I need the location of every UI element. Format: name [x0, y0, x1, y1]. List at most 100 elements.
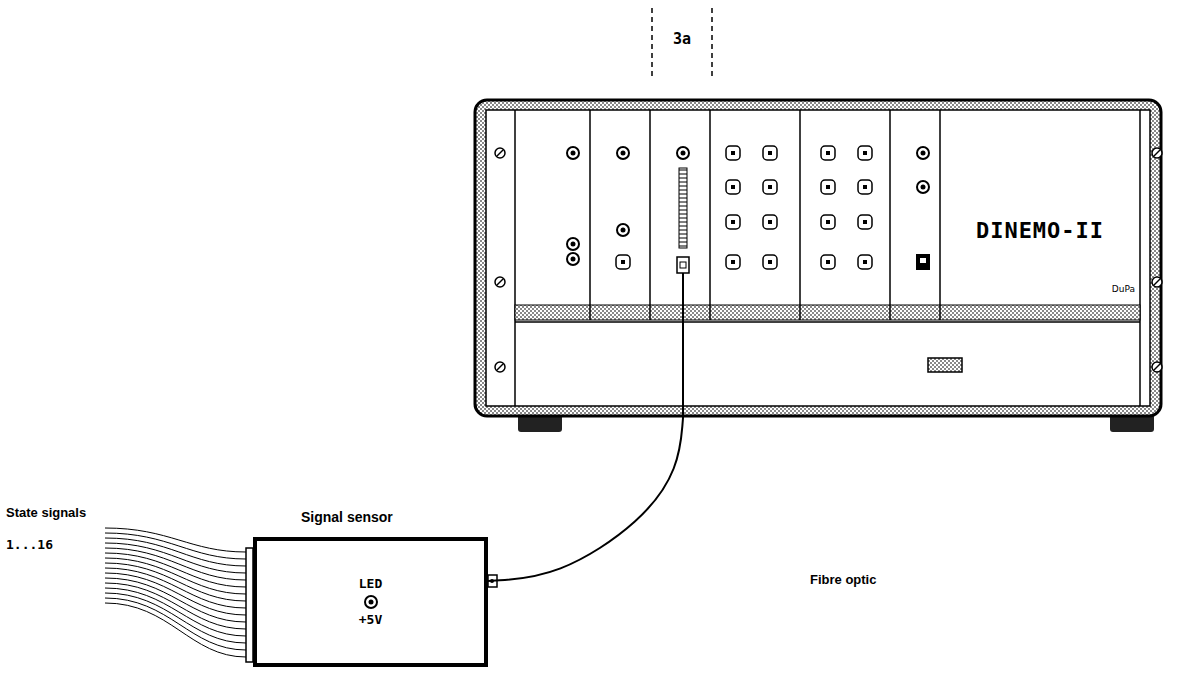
jack [567, 238, 579, 250]
bracket-line [651, 8, 653, 76]
rack-panel [486, 110, 1150, 406]
screw-slot [497, 364, 503, 370]
screw-slot [1154, 279, 1160, 285]
screw [495, 277, 505, 287]
fibre-inside-rack [682, 273, 684, 418]
socket-centre [863, 185, 867, 189]
socket-centre [731, 185, 735, 189]
rail-line [1139, 110, 1141, 406]
rail-line [514, 110, 516, 406]
socket [858, 255, 872, 269]
led-bar [679, 168, 687, 248]
signal-group-label: State signals [6, 505, 86, 520]
socket-centre [731, 220, 735, 224]
voltage-label: +5V [359, 612, 382, 628]
socket-centre [863, 151, 867, 155]
screw-slot [497, 150, 503, 156]
sockets [616, 146, 872, 269]
socket-centre [621, 260, 625, 264]
jack-centre [621, 228, 626, 233]
screw-slot [497, 279, 503, 285]
module-divider [709, 110, 711, 320]
slot-bracket [652, 8, 712, 76]
socket-centre [768, 260, 772, 264]
socket-centre [863, 220, 867, 224]
screw [1152, 277, 1162, 287]
signal-wire [105, 558, 246, 594]
state-signal-wires [105, 528, 246, 657]
socket [616, 255, 630, 269]
module-divider [939, 110, 941, 320]
slot-number: 3a [652, 30, 712, 48]
signal-wire [105, 538, 246, 566]
jack [567, 147, 579, 159]
socket [821, 255, 835, 269]
signal-wire [105, 533, 246, 559]
screw [1152, 362, 1162, 372]
screw-slot [1154, 364, 1160, 370]
socket-centre [731, 151, 735, 155]
module-strip [515, 305, 1140, 320]
jack-centre [921, 185, 926, 190]
cable-label: Fibre optic [808, 572, 878, 587]
led-centre [368, 600, 373, 605]
socket [726, 146, 740, 160]
socket-centre [768, 185, 772, 189]
jack [617, 147, 629, 159]
jack [617, 224, 629, 236]
jack-centre [921, 151, 926, 156]
socket-centre [731, 260, 735, 264]
signal-range: 1...16 [6, 537, 53, 552]
socket [821, 215, 835, 229]
socket-centre [826, 185, 830, 189]
jack [677, 147, 689, 159]
signal-wire [105, 568, 246, 608]
screw [1152, 148, 1162, 158]
socket [763, 180, 777, 194]
jack-centre [571, 257, 576, 262]
screw [495, 148, 505, 158]
socket-centre [768, 151, 772, 155]
signal-wire [105, 598, 246, 650]
signal-wire [105, 528, 246, 552]
fibre-port [677, 257, 689, 273]
socket [821, 146, 835, 160]
module-divider [589, 110, 591, 320]
socket-centre [863, 260, 867, 264]
rack-enclosure: DINEMO-II DuPa [473, 98, 1163, 418]
jack-centre [571, 242, 576, 247]
indicator-label: LED [359, 576, 382, 592]
maker-mark: DuPa [1112, 284, 1135, 294]
rear-connector [928, 358, 962, 372]
socket-centre [768, 220, 772, 224]
network-jack-notch [920, 258, 926, 263]
led-ring [365, 596, 377, 608]
led-symbol [363, 594, 379, 610]
jack [567, 253, 579, 265]
device-name: DINEMO-II [940, 218, 1140, 243]
fibre-optic-cable [488, 418, 683, 581]
jack-centre [621, 151, 626, 156]
socket [858, 180, 872, 194]
module-divider [649, 110, 651, 320]
panel-line [515, 321, 1140, 323]
signal-connector [246, 548, 253, 662]
fibre-port-inner [680, 262, 686, 268]
rack-frame [475, 100, 1161, 416]
socket [726, 255, 740, 269]
screw [495, 362, 505, 372]
rack-drawing [475, 100, 1162, 432]
screw-slots [497, 150, 1160, 370]
screws [495, 148, 1162, 372]
jack-centre [571, 151, 576, 156]
socket-centre [826, 260, 830, 264]
socket [763, 255, 777, 269]
module-divider [889, 110, 891, 320]
network-jack [916, 254, 930, 270]
jack-centres [571, 151, 926, 262]
socket [726, 215, 740, 229]
socket [858, 215, 872, 229]
